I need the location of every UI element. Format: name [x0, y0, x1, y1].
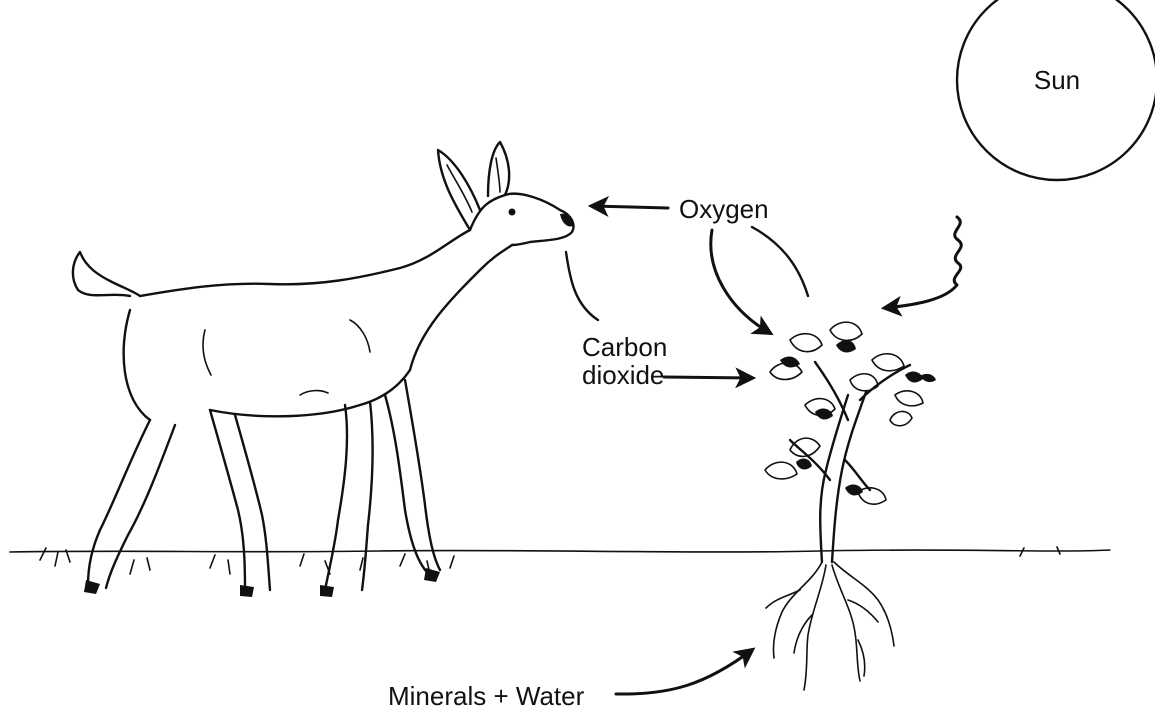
oxygen-curve-line: [752, 227, 808, 296]
deer-illustration: [73, 142, 574, 597]
co2-label-line2: dioxide: [582, 360, 664, 390]
co2-to-plant-arrow: [664, 377, 752, 378]
minerals-water-label: Minerals + Water: [388, 681, 585, 711]
co2-breath-line: [566, 252, 598, 320]
co2-label-line1: Carbon: [582, 332, 667, 362]
sunlight-wavy-arrow: [885, 217, 961, 308]
sun-circle: Sun: [957, 0, 1155, 180]
sun-label: Sun: [1034, 65, 1080, 95]
ground-line: [10, 547, 1110, 574]
oxygen-label: Oxygen: [679, 194, 769, 224]
oxygen-to-deer-arrow: [592, 206, 668, 208]
oxygen-to-plant-arrow: [711, 230, 770, 333]
minerals-water-arrow: [616, 650, 752, 694]
plant-illustration: [765, 322, 936, 690]
